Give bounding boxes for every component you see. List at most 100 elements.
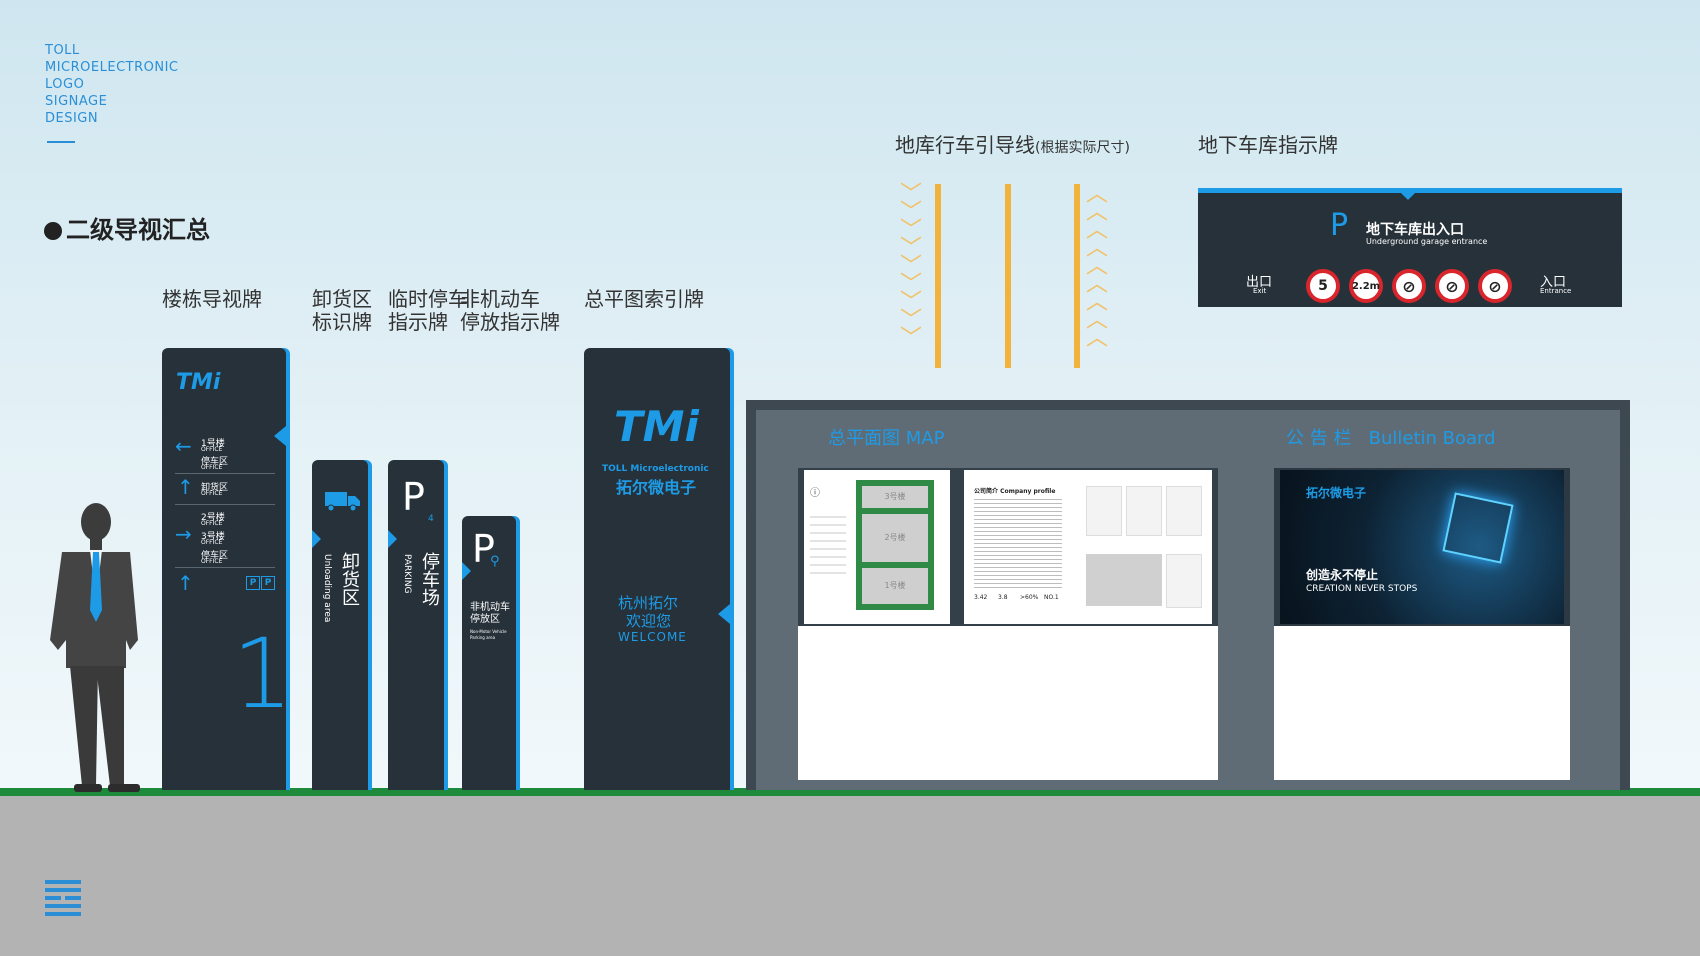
entrance-en: Entrance (1540, 287, 1572, 295)
section-title-text: 二级导视汇总 (66, 216, 210, 244)
speed-limit-icon: 5 (1306, 269, 1340, 303)
document-thumbnail (1086, 486, 1122, 536)
chevron-down-icon: ﹀ (900, 254, 923, 279)
label-parking-1: 临时停车 (388, 287, 468, 311)
directory-row: 停车区 (201, 457, 229, 467)
board-roof-edge (746, 400, 1630, 410)
guide-chevrons-left: ﹀ ﹀ ﹀ ﹀ ﹀ ﹀ ﹀ ﹀ ﹀ (900, 182, 940, 351)
parking-number: 4 (428, 514, 434, 524)
bulletin-title: 公 告 栏 Bulletin Board (1286, 428, 1496, 449)
chevron-down-icon: ﹀ (900, 182, 923, 207)
directory-row: 2号楼 (201, 513, 225, 523)
image-thumbnail (1086, 554, 1162, 606)
building-number: 1 (232, 618, 294, 730)
building-directory: ← 1号楼 OFFICE 停车区 OFFICE ↑ 卸货区 OFFICE → 2… (175, 434, 275, 595)
garage-title-en: Underground garage entrance (1366, 237, 1488, 246)
map-info-icon: ⓘ (810, 488, 820, 499)
building-sign-post: TMi ← 1号楼 OFFICE 停车区 OFFICE ↑ 卸货区 OFFICE… (162, 348, 293, 790)
brand-mark-icon (45, 880, 81, 916)
board-right-edge (1620, 400, 1630, 790)
divider (175, 567, 275, 568)
directory-group-1: ← 1号楼 OFFICE 停车区 OFFICE (175, 434, 275, 471)
nonmotor-en2: Parking area (470, 635, 496, 640)
unloading-en: Unloading area (322, 554, 332, 623)
banner-en: CREATION NEVER STOPS (1306, 584, 1418, 594)
brand-line-3: LOGO (45, 77, 85, 92)
label-unloading-2: 标识牌 (312, 310, 372, 334)
chevron-up-icon: ︿ (1086, 308, 1109, 333)
label-nonmotor: 非机动车 停放指示牌 (460, 288, 560, 334)
nonmotor-letter: P (472, 527, 495, 571)
document-thumbnail (1166, 554, 1202, 608)
height-limit-icon: 2.2m (1349, 269, 1383, 303)
site-map: 3号楼 2号楼 1号楼 ⓘ (804, 470, 950, 624)
chevron-up-icon: ︿ (1086, 326, 1109, 351)
board-left-edge (746, 400, 756, 790)
accent-notch (718, 604, 730, 624)
label-nonmotor-2: 停放指示牌 (460, 310, 560, 334)
parking-letter: P (402, 475, 425, 519)
garage-sign: P 地下车库出入口 Underground garage entrance 出口… (1198, 188, 1622, 307)
directory-row-sub: OFFICE (201, 490, 223, 497)
company-profile-sheet: 公司简介 Company profile 3.42 3.8 >60% NO.1 (964, 470, 1212, 624)
parking-sign-post: P 4 停车场 PARKING (388, 460, 444, 790)
stat-value: 3.42 (974, 594, 988, 601)
chevron-up-icon: ︿ (1086, 254, 1109, 279)
brand-line-5: DESIGN (45, 111, 99, 126)
parking-cn: 停车场 (419, 552, 440, 606)
brand-line-2: MICROELECTRONIC (45, 60, 179, 75)
directory-group-2: ↑ 卸货区 OFFICE (175, 475, 275, 501)
accent-notch (388, 530, 397, 548)
master-plan-post: TMi TOLL Microelectronic 拓尔微电子 杭州拓尔 欢迎您 … (584, 348, 730, 790)
document-thumbnail (1126, 486, 1162, 536)
chevron-down-icon: ﹀ (900, 326, 923, 351)
label-guide-line: 地库行车引导线(根据实际尺寸) (895, 134, 1130, 160)
brand-divider (47, 141, 75, 143)
chevron-up-icon: ︿ (1086, 218, 1109, 243)
exit-en: Exit (1253, 287, 1267, 295)
welcome-en: WELCOME (618, 630, 687, 644)
logo-cn: 拓尔微电子 (616, 478, 697, 497)
no-pedestrian-icon: ⊘ (1392, 269, 1426, 303)
arrow-up-icon: ↑ (177, 475, 194, 499)
entrance-cn: 入口 (1540, 275, 1567, 290)
chevron-down-icon: ﹀ (900, 200, 923, 225)
chevron-down-icon: ﹀ (900, 290, 923, 315)
label-parking: 临时停车 指示牌 (388, 288, 468, 334)
unloading-cn: 卸货区 (339, 552, 360, 606)
chevron-down-icon: ﹀ (900, 308, 923, 333)
no-horn-icon: ⊘ (1478, 269, 1512, 303)
bullet-icon (44, 222, 62, 240)
stat-value: >60% (1020, 594, 1039, 601)
accent-notch (462, 562, 471, 580)
stat-value: 3.8 (998, 594, 1008, 601)
map-legend (810, 510, 846, 580)
bulletin-board-frame: 总平面图 MAP 公 告 栏 Bulletin Board 3号楼 2号楼 1号… (746, 400, 1630, 790)
directory-group-3: → 2号楼 OFFICE 3号楼 OFFICE 停车区 OFFICE (175, 508, 275, 565)
chevron-down-icon: ﹀ (900, 272, 923, 297)
directory-row-sub: OFFICE (201, 539, 223, 546)
label-guide-line-note: (根据实际尺寸) (1035, 140, 1130, 156)
label-unloading: 卸货区 标识牌 (312, 288, 372, 334)
chevron-down-icon: ﹀ (900, 236, 923, 261)
ground (0, 796, 1700, 956)
nonmotor-en1: Non-Motor Vehicle (470, 629, 507, 634)
banner-cn: 创造永不停止 (1306, 568, 1379, 582)
nonmotor-sign-post: P ⚲ 非机动车 停放区 Non-Motor Vehicle Parking a… (462, 516, 516, 790)
accent-notch (1400, 192, 1416, 200)
guide-line (1005, 184, 1011, 368)
bicycle-icon: ⚲ (490, 554, 500, 569)
chevron-up-icon: ︿ (1086, 290, 1109, 315)
directory-group-4: ↑ P P (175, 571, 275, 595)
chevron-up-icon: ︿ (1086, 236, 1109, 261)
parking-en: PARKING (402, 554, 412, 594)
map-building: 2号楼 (862, 514, 928, 562)
directory-row: 3号楼 (201, 532, 225, 542)
map-title: 总平面图 MAP (828, 428, 945, 449)
accent-notch (274, 426, 286, 446)
brand-text: TOLL MICROELECTRONIC LOGO SIGNAGE DESIGN (45, 42, 178, 127)
grass-strip (0, 788, 1700, 796)
nonmotor-cn1: 非机动车 (470, 602, 510, 613)
garage-parking-letter: P (1330, 208, 1349, 243)
brand-line-1: TOLL (45, 43, 80, 58)
